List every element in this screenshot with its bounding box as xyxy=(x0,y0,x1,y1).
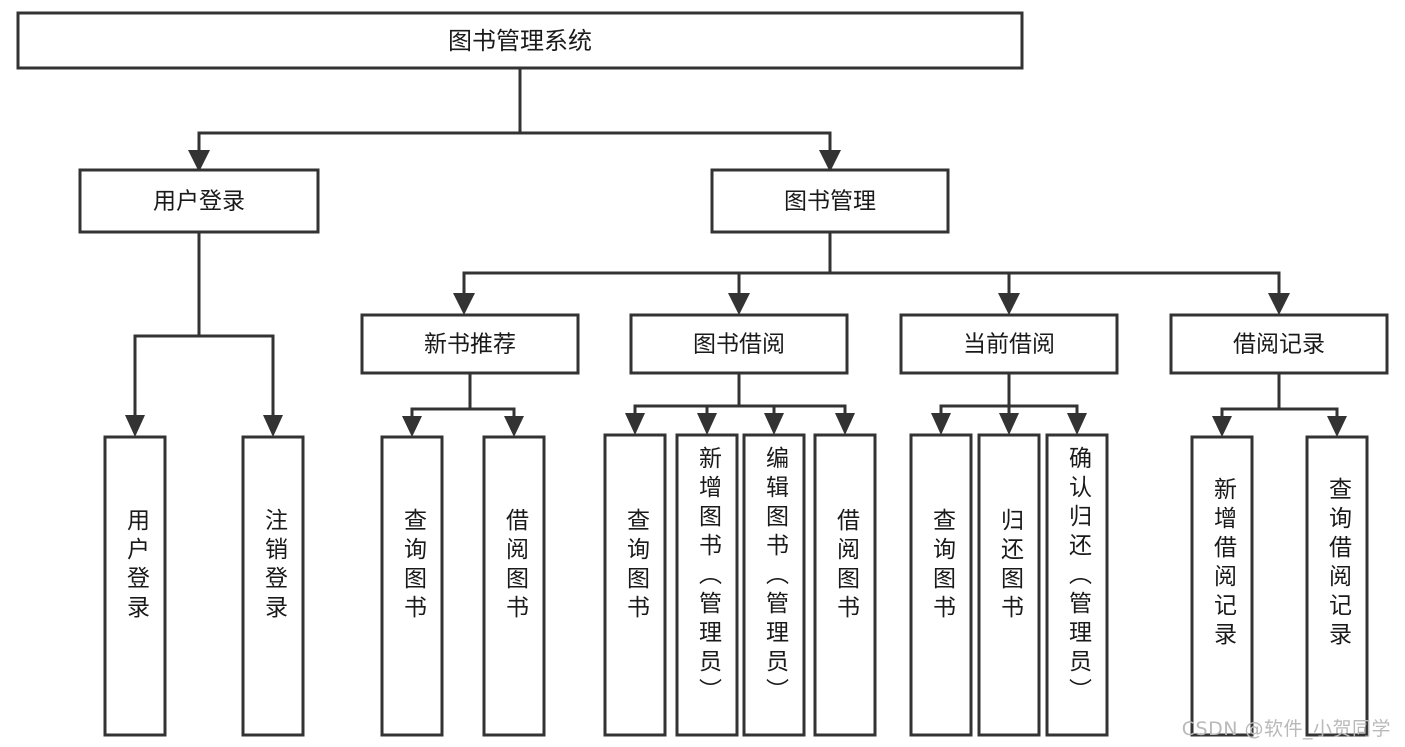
node-new-book-recommend-label: 新书推荐 xyxy=(424,332,516,358)
node-root-label: 图书管理系统 xyxy=(448,27,592,55)
watermark-text: CSDN @软件_小贺同学 xyxy=(1181,718,1391,740)
leaf-box-borrow-2[interactable] xyxy=(675,433,739,737)
leaf-box-current-1[interactable] xyxy=(909,433,973,737)
leaf-box-record-2[interactable] xyxy=(1305,435,1369,737)
arrow-icon xyxy=(819,150,841,172)
node-user-login-label: 用户登录 xyxy=(153,189,245,215)
leaf-box-newbook-2[interactable] xyxy=(482,435,546,737)
arrow-icon xyxy=(263,415,283,437)
leaf-box-user-login-2[interactable] xyxy=(241,435,305,737)
node-user-login[interactable]: 用户登录 xyxy=(78,168,320,234)
arrow-icon xyxy=(453,293,475,315)
arrowheads-group xyxy=(125,150,1347,437)
node-root-box[interactable] xyxy=(16,11,1024,70)
leaf-box-borrow-3[interactable] xyxy=(742,433,806,737)
node-book-borrow-box[interactable] xyxy=(629,313,849,375)
node-book-borrow[interactable]: 图书借阅 xyxy=(629,313,849,375)
node-borrow-record-label: 借阅记录 xyxy=(1233,332,1325,358)
arrow-icon xyxy=(931,413,951,435)
arrow-icon xyxy=(835,413,855,435)
node-current-borrow-box[interactable] xyxy=(899,313,1119,375)
node-current-borrow-label: 当前借阅 xyxy=(963,332,1055,358)
node-book-management-label: 图书管理 xyxy=(784,189,876,215)
leaf-box-borrow-1[interactable] xyxy=(603,433,667,737)
node-new-book-recommend[interactable]: 新书推荐 xyxy=(360,313,580,375)
arrow-icon xyxy=(402,416,422,437)
arrow-icon xyxy=(764,413,784,435)
leaf-box-current-2[interactable] xyxy=(977,433,1041,737)
arrow-icon xyxy=(125,415,145,437)
arrow-icon xyxy=(625,413,645,435)
node-user-login-box[interactable] xyxy=(78,168,320,234)
connectors-group xyxy=(133,66,1339,418)
leaf-box-current-3[interactable] xyxy=(1045,433,1109,737)
node-borrow-record-box[interactable] xyxy=(1169,313,1389,375)
arrow-icon xyxy=(188,150,210,172)
arrow-icon xyxy=(697,413,717,435)
arrow-icon xyxy=(1067,413,1087,435)
leaf-boxes-group xyxy=(103,433,1369,737)
node-borrow-record[interactable]: 借阅记录 xyxy=(1169,313,1389,375)
arrow-icon xyxy=(728,293,750,315)
arrow-icon xyxy=(999,413,1019,435)
leaf-box-newbook-1[interactable] xyxy=(380,435,444,737)
node-current-borrow[interactable]: 当前借阅 xyxy=(899,313,1119,375)
node-book-borrow-label: 图书借阅 xyxy=(693,332,785,358)
arrow-icon xyxy=(1327,416,1347,437)
arrow-icon xyxy=(1268,293,1290,315)
node-root-system[interactable]: 图书管理系统 xyxy=(16,11,1024,70)
node-book-management-box[interactable] xyxy=(710,168,950,234)
arrow-icon xyxy=(504,416,524,437)
arrow-icon xyxy=(1212,416,1232,437)
leaf-box-record-1[interactable] xyxy=(1190,435,1254,737)
node-new-book-recommend-box[interactable] xyxy=(360,313,580,375)
leaf-box-borrow-4[interactable] xyxy=(813,433,877,737)
leaf-box-user-login-1[interactable] xyxy=(103,435,167,737)
node-book-management[interactable]: 图书管理 xyxy=(710,168,950,234)
arrow-icon xyxy=(998,293,1020,315)
